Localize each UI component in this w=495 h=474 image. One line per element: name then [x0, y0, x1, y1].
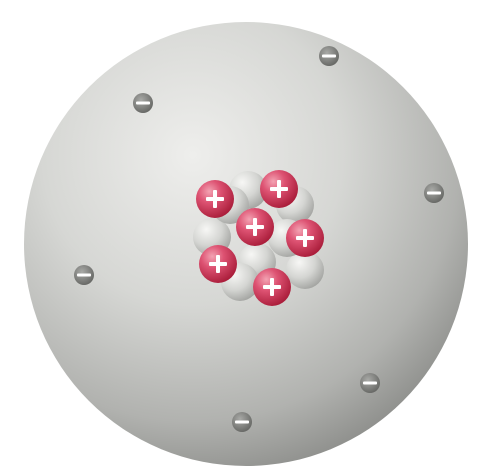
minus-sign: [363, 382, 377, 385]
proton: [286, 219, 324, 257]
electron: [74, 265, 94, 285]
proton: [199, 245, 237, 283]
minus-sign: [136, 102, 150, 105]
minus-sign: [77, 274, 91, 277]
proton: [196, 180, 234, 218]
electron: [133, 93, 153, 113]
proton: [236, 208, 274, 246]
electron: [232, 412, 252, 432]
proton: [260, 170, 298, 208]
plus-sign-vertical: [303, 229, 307, 247]
minus-sign: [427, 192, 441, 195]
electron: [319, 46, 339, 66]
electron: [360, 373, 380, 393]
plus-sign-vertical: [213, 190, 217, 208]
plus-sign-vertical: [216, 255, 220, 273]
minus-sign: [322, 55, 336, 58]
plus-sign-vertical: [253, 218, 257, 236]
minus-sign: [235, 421, 249, 424]
plus-sign-vertical: [277, 180, 281, 198]
electron: [424, 183, 444, 203]
proton: [253, 268, 291, 306]
electron-cloud: [24, 22, 468, 466]
plus-sign-vertical: [270, 278, 274, 296]
